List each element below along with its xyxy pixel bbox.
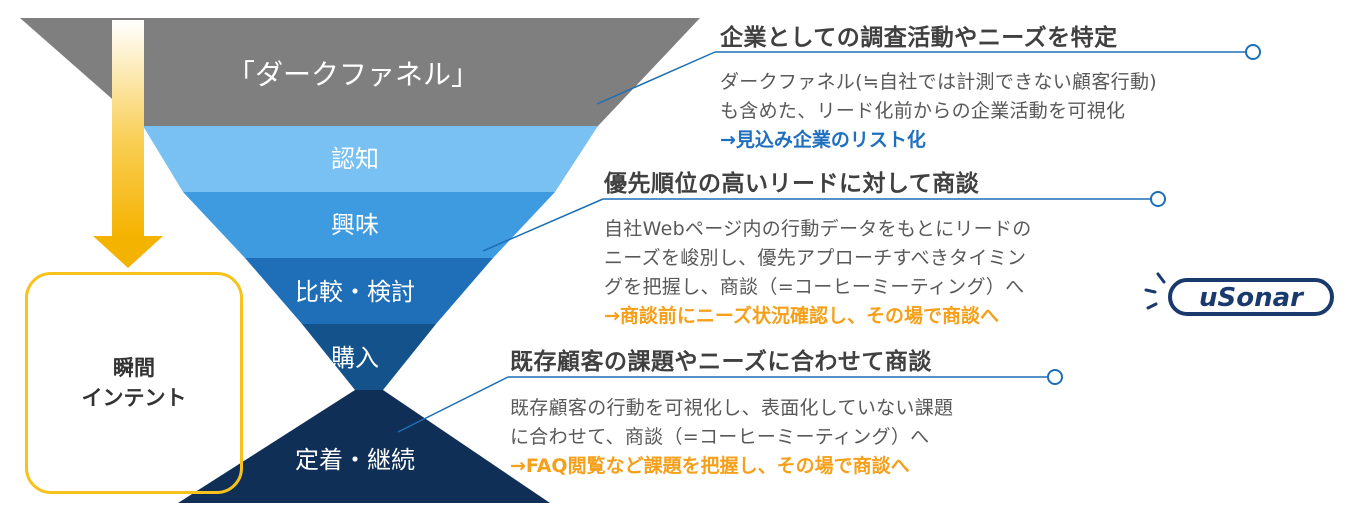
arrow-head	[93, 236, 163, 268]
connector-dot-2	[1150, 191, 1166, 207]
section-3-heading: 既存顧客の課題やニーズに合わせて商談	[510, 349, 932, 375]
section-2-heading: 優先順位の高いリードに対して商談	[604, 171, 980, 197]
connector-dot-1	[1245, 44, 1261, 60]
section-1-line-1: ダークファネル(≒自社では計測できない顧客行動)	[720, 71, 1157, 93]
section-1-line-2: も含めた、リード化前からの企業活動を可視化	[720, 100, 1126, 122]
section-2-accent: →商談前にニーズ状況確認し、その場で商談へ	[604, 305, 999, 327]
funnel-band-comparison	[245, 258, 493, 324]
funnel-label-interest: 興味	[331, 211, 379, 239]
funnel-band-awareness	[143, 126, 598, 192]
moment-intent-box: 瞬間 インテント	[25, 272, 243, 494]
box-line-2: インテント	[81, 386, 187, 410]
funnel-band-retention	[178, 390, 550, 503]
section-1-heading: 企業としての調査活動やニーズを特定	[720, 25, 1118, 51]
section-3-line-2: に合わせて、商談（=コーヒーミーティング）へ	[510, 426, 930, 448]
funnel-band-dark	[20, 18, 700, 126]
section-1-accent: →見込み企業のリスト化	[720, 129, 926, 151]
funnel-band-purchase	[302, 324, 436, 390]
funnel-label-retention: 定着・継続	[295, 446, 415, 474]
section-2-line-1: 自社Webページ内の行動データをもとにリードの	[604, 218, 1032, 240]
funnel-label-purchase: 購入	[331, 344, 379, 372]
arrow-shaft	[112, 20, 144, 236]
usonar-logo: uSonar	[1144, 272, 1334, 316]
connector-line-3	[397, 376, 509, 433]
section-3-line-1: 既存顧客の行動を可視化し、表面化していない課題	[510, 397, 954, 419]
funnel-band-interest	[183, 192, 555, 258]
section-3-accent: →FAQ閲覧など課題を把握し、その場で商談へ	[510, 455, 910, 477]
section-2-line-2: ニーズを峻別し、優先アプローチすべきタイミン	[604, 247, 1027, 269]
logo-text: uSonar	[1199, 283, 1305, 313]
funnel-label-awareness: 認知	[331, 145, 379, 173]
box-line-1: 瞬間	[113, 356, 155, 380]
connector-dot-3	[1047, 369, 1063, 385]
funnel-label-comparison: 比較・検討	[295, 278, 415, 306]
connector-line-1	[596, 51, 716, 105]
funnel-label-dark: 「ダークファネル」	[227, 58, 479, 91]
connector-line-2	[482, 198, 604, 252]
section-2-line-3: グを把握し、商談（=コーヒーミーティング）へ	[604, 276, 1025, 298]
